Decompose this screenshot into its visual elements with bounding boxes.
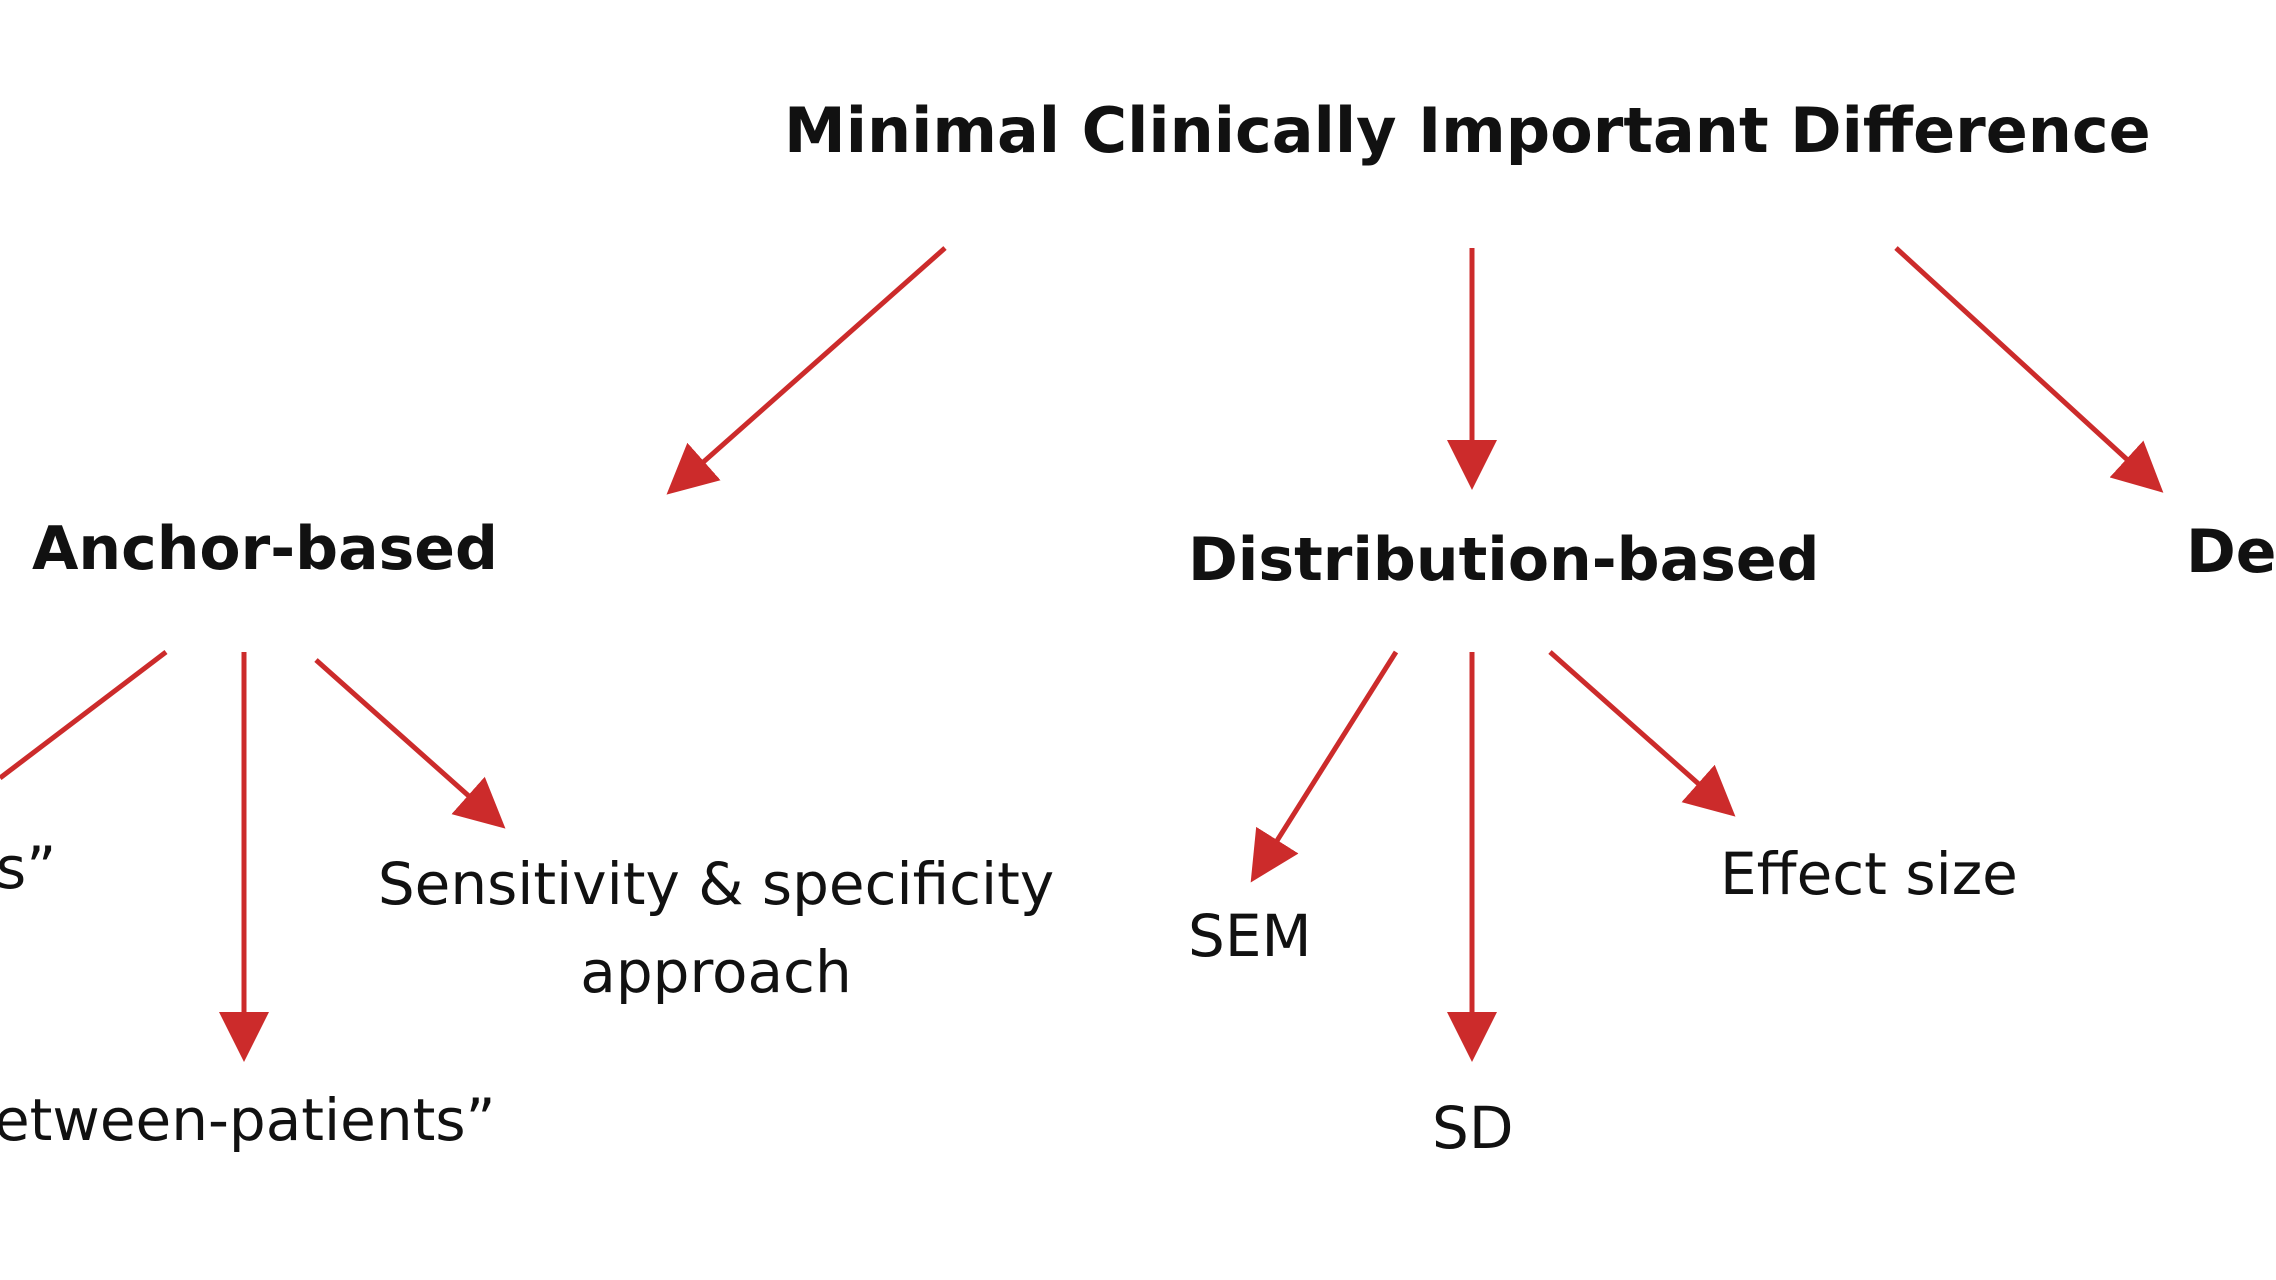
arrow-root-to-anchor — [666, 246, 947, 495]
root-node-title: Minimal Clinically Important Difference — [784, 94, 2151, 167]
sensitivity-line-1: Sensitivity & specificity — [377, 850, 1055, 918]
effect-size-node: Effect size — [1720, 840, 2018, 908]
arrow-distribution-to-effect-size — [1548, 650, 1736, 817]
distribution-based-node: Distribution-based — [1188, 525, 1820, 595]
anchor-based-node: Anchor-based — [32, 514, 498, 584]
sensitivity-line-2: approach — [580, 937, 852, 1006]
sensitivity-specificity-node: Sensitivity & specificity approach — [364, 850, 1068, 1007]
arrow-distribution-to-sem — [1250, 650, 1399, 883]
sem-node: SEM — [1188, 902, 1312, 970]
within-patients-node-partial: s” — [0, 834, 57, 902]
sd-node: SD — [1432, 1094, 1514, 1162]
arrow-root-to-delphi — [1894, 246, 2164, 493]
between-patients-node-partial: etween-patients” — [0, 1086, 496, 1154]
arrow-anchor-to-sensitivity — [314, 658, 506, 829]
arrow-anchor-to-within — [0, 650, 168, 780]
delphi-node-partial: De — [2186, 517, 2276, 587]
